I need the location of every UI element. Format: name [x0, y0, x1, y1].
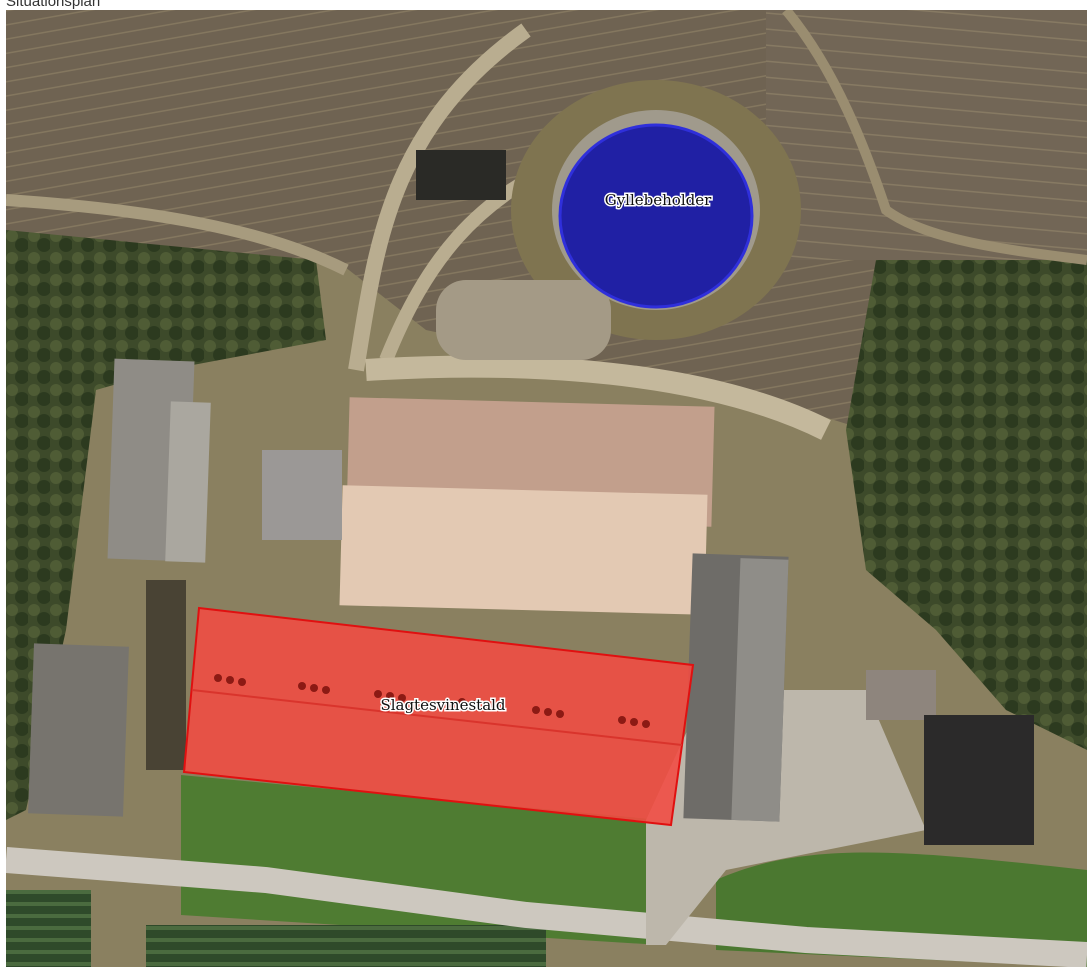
shadow [146, 580, 186, 770]
building-stable-roof [731, 558, 789, 822]
road [6, 847, 1087, 967]
building-shed [165, 401, 211, 563]
driveway [365, 355, 831, 440]
lawn-south [181, 775, 661, 945]
tree-belt-east [846, 260, 1087, 750]
aerial-map[interactable]: Gyllebeholder Slagtesvinestald [6, 10, 1087, 967]
tree-belt-west [6, 230, 326, 820]
crop-field [146, 925, 546, 967]
building-west [28, 643, 129, 817]
building-house [866, 670, 936, 720]
roof-vents [214, 674, 650, 728]
crop-field [6, 890, 91, 967]
building-shed [262, 450, 342, 540]
rubble-pile [436, 280, 611, 360]
page-title: Situationsplan [6, 0, 101, 10]
pig-barn-ridge [191, 689, 683, 746]
building-house [924, 715, 1034, 845]
slurry-tank-label: Gyllebeholder [605, 191, 712, 209]
building-barn-roof [339, 485, 708, 615]
parked-vehicles [416, 150, 506, 200]
pig-barn-label: Slagtesvinestald [380, 696, 505, 714]
dirt-track [782, 10, 1087, 265]
dirt-track [348, 23, 531, 372]
slurry-tank[interactable] [558, 123, 754, 309]
dirt-track [6, 194, 349, 276]
pig-barn[interactable] [182, 606, 695, 827]
